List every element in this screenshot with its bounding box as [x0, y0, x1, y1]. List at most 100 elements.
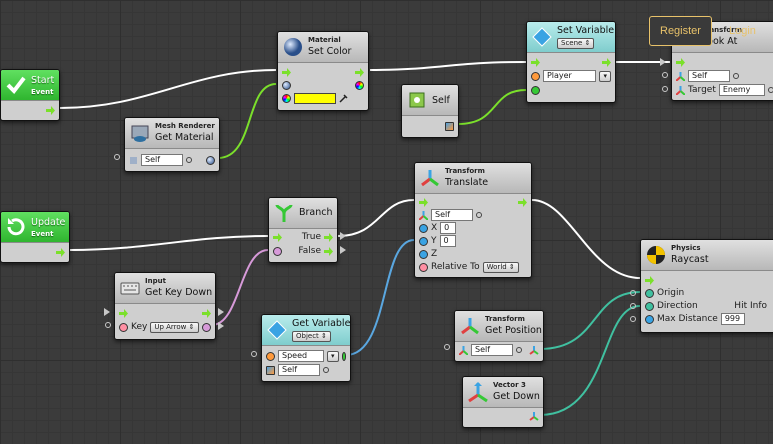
start-event-node[interactable]: Start Event — [0, 69, 60, 121]
translate-node[interactable]: Transform Translate Self X 0 Y 0 Z Relat… — [414, 162, 532, 278]
setvariable-title: Set Variable — [557, 25, 615, 36]
update-event-node[interactable]: Update Event — [0, 211, 70, 263]
z-input-pin[interactable] — [419, 249, 428, 259]
flow-in-icon[interactable] — [531, 57, 540, 67]
variable-dropdown-arrow[interactable]: ▾ — [599, 70, 611, 82]
input-ext-ring — [105, 322, 111, 328]
bool-input-pin[interactable] — [531, 85, 540, 95]
get-variable-node[interactable]: Get Variable Object ⇕ Speed ▾ Self — [261, 314, 351, 382]
getposition-target-picker-icon[interactable] — [516, 347, 522, 353]
vector-output-icon[interactable] — [529, 411, 539, 421]
get-position-node[interactable]: Transform Get Position Self — [454, 310, 544, 362]
flow-true-icon[interactable] — [324, 232, 333, 242]
color-swatch[interactable] — [294, 92, 336, 104]
max-distance-field[interactable]: 999 — [720, 313, 745, 325]
input-ext-in — [104, 308, 110, 316]
mesh-renderer-icon — [131, 125, 149, 142]
variable-diamond-icon — [532, 27, 552, 47]
getposition-target-field[interactable]: Self — [471, 344, 513, 356]
get-down-node[interactable]: Vector 3 Get Down — [462, 376, 544, 428]
getvariable-target-picker-icon[interactable] — [323, 367, 329, 373]
raycast-node[interactable]: Physics Raycast Origin Direction Hit Inf… — [640, 239, 773, 333]
target-picker-icon[interactable] — [186, 157, 192, 163]
branch-icon — [275, 204, 293, 222]
getvariable-dropdown-arrow[interactable]: ▾ — [327, 350, 339, 362]
z-label: Z — [431, 249, 438, 259]
target-field[interactable]: Self — [141, 154, 183, 166]
flow-in-icon[interactable] — [282, 67, 291, 77]
key-input-pin[interactable] — [119, 322, 128, 332]
raycast-title: Raycast — [671, 254, 709, 265]
relative-input-pin[interactable] — [419, 262, 428, 272]
vector-output-icon[interactable] — [529, 345, 539, 355]
flow-in-icon[interactable] — [119, 308, 128, 318]
flow-in-icon[interactable] — [676, 57, 685, 67]
y-field[interactable]: 0 — [439, 235, 456, 247]
lookat-target-picker-icon[interactable] — [767, 87, 773, 93]
flow-out-icon[interactable] — [56, 247, 65, 257]
name-input-pin[interactable] — [266, 351, 275, 361]
wire-self-setvariable — [457, 89, 527, 125]
flow-in-icon[interactable] — [273, 232, 282, 242]
getvariable-target-field[interactable]: Self — [278, 364, 320, 376]
input-title: Get Key Down — [145, 287, 213, 298]
getvariable-scope-dropdown[interactable]: Object ⇕ — [292, 331, 331, 342]
flow-out-icon[interactable] — [602, 57, 611, 67]
checkmark-icon — [6, 76, 26, 95]
target-input-pin[interactable] — [266, 365, 275, 375]
branch-false-label: False — [298, 246, 321, 256]
material-input-pin[interactable] — [282, 80, 291, 90]
lookat-title: Look At — [702, 36, 738, 47]
login-button[interactable]: Login — [729, 25, 756, 37]
color-output-pin[interactable] — [355, 80, 364, 90]
scope-dropdown[interactable]: Scene ⇕ — [557, 38, 595, 49]
gameobject-input-pin[interactable] — [531, 71, 540, 81]
flow-out-icon[interactable] — [202, 308, 211, 318]
getvariable-name-field[interactable]: Speed — [278, 350, 324, 362]
material-output-pin[interactable] — [206, 155, 215, 165]
variable-name-field[interactable]: Player — [542, 70, 597, 82]
get-material-node[interactable]: Mesh Renderer Get Material Self — [124, 117, 220, 172]
physics-icon — [647, 246, 665, 264]
branch-true-label: True — [301, 232, 321, 242]
register-button[interactable]: Register — [649, 16, 712, 46]
value-output-pin[interactable] — [341, 351, 346, 361]
lookat-target-field[interactable]: Enemy — [718, 84, 765, 96]
direction-input-pin[interactable] — [645, 301, 654, 311]
flow-false-icon[interactable] — [324, 246, 333, 256]
setcolor-title: Set Color — [308, 46, 352, 57]
self-output-pin[interactable] — [445, 121, 454, 131]
key-dropdown[interactable]: Up Arrow ⇕ — [150, 321, 199, 333]
origin-input-pin[interactable] — [645, 288, 654, 298]
x-label: X — [431, 223, 438, 233]
getmaterial-sub: Mesh Renderer — [155, 122, 215, 130]
wire-update-branch — [69, 235, 269, 251]
flow-out-icon[interactable] — [46, 105, 55, 115]
lookat-self-picker-icon[interactable] — [733, 73, 739, 79]
self-node[interactable]: Self — [401, 84, 459, 138]
translate-self-field[interactable]: Self — [431, 209, 473, 221]
condition-input-pin[interactable] — [273, 246, 282, 256]
transform-small-icon — [459, 345, 468, 355]
flow-out-icon[interactable] — [355, 67, 364, 77]
wire-getvariable-translate — [345, 239, 415, 356]
hit-info-label: Hit Info — [734, 301, 767, 311]
max-distance-input-pin[interactable] — [645, 314, 654, 324]
translate-self-picker-icon[interactable] — [476, 212, 482, 218]
eyedropper-icon[interactable] — [339, 93, 348, 103]
branch-node[interactable]: Branch True False — [268, 197, 338, 263]
set-variable-node[interactable]: Set Variable Scene ⇕ Player ▾ — [526, 21, 616, 103]
keydown-output-pin[interactable] — [202, 322, 211, 332]
lookat-self-field[interactable]: Self — [688, 70, 730, 82]
y-input-pin[interactable] — [419, 236, 428, 246]
relative-dropdown[interactable]: World ⇕ — [482, 261, 519, 273]
lookat-target-label: Target — [688, 85, 716, 95]
flow-in-icon[interactable] — [419, 197, 428, 207]
flow-in-icon[interactable] — [645, 275, 654, 285]
get-key-down-node[interactable]: Input Get Key Down Key Up Arrow ⇕ — [114, 272, 216, 340]
x-input-pin[interactable] — [419, 223, 428, 233]
color-input-pin[interactable] — [282, 93, 291, 103]
flow-out-icon[interactable] — [518, 197, 527, 207]
set-color-node[interactable]: Material Set Color — [277, 31, 369, 111]
x-field[interactable]: 0 — [440, 222, 457, 234]
